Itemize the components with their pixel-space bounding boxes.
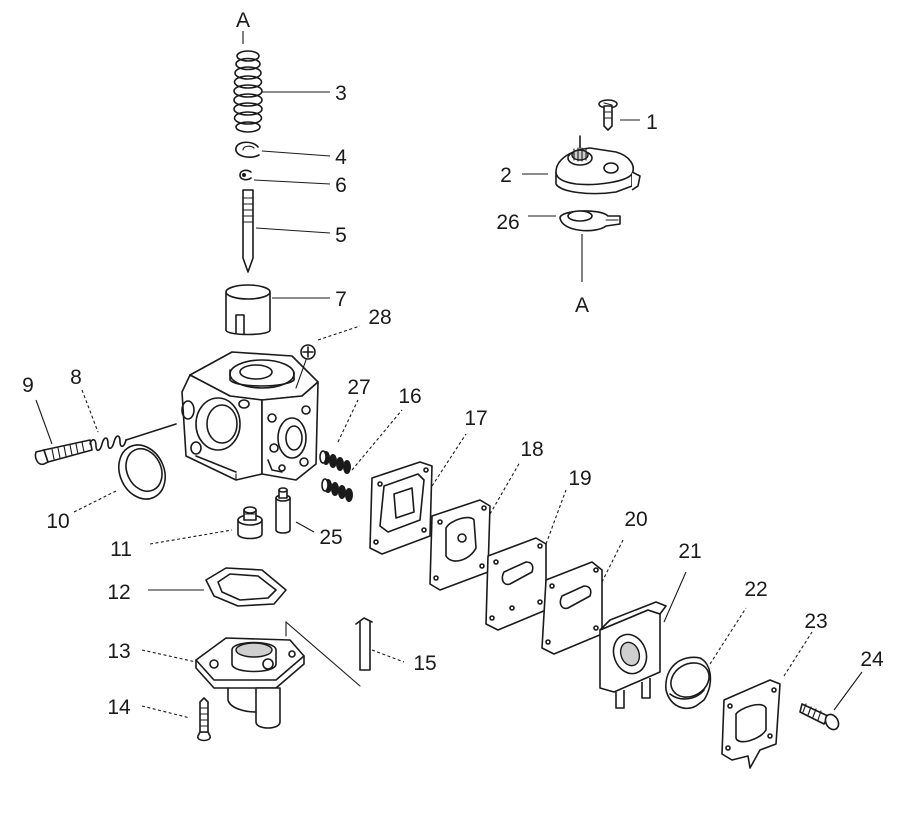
callout-8: 8 (70, 366, 82, 389)
callout-11: 11 (110, 538, 132, 561)
callout-7: 7 (335, 288, 347, 311)
needle-part-5 (242, 189, 254, 273)
callout-16: 16 (398, 385, 421, 408)
primer-bulb-part-22 (665, 656, 712, 710)
callout-26: 26 (496, 211, 519, 234)
screw-part-1 (598, 99, 618, 131)
callout-9: 9 (22, 374, 34, 397)
carburetor-body (181, 351, 319, 481)
clip-part-6 (239, 169, 252, 181)
throttle-cup-part-7 (225, 284, 271, 336)
callout-12: 12 (107, 581, 130, 604)
gasket-part-12 (205, 567, 287, 607)
callout-22: 22 (744, 578, 767, 601)
callout-23: 23 (804, 610, 827, 633)
callout-1: 1 (646, 111, 658, 134)
callout-21: 21 (678, 540, 701, 563)
leader-lines (35, 91, 863, 719)
callout-6: 6 (335, 174, 347, 197)
reference-a-bottom-label: A (575, 294, 589, 317)
callout-labels: 1 2 3 4 5 6 7 8 9 10 11 12 13 14 15 16 1… (22, 82, 884, 719)
callout-15: 15 (413, 652, 436, 675)
clip-part-15 (285, 617, 373, 687)
pin-part-25 (275, 487, 291, 534)
callout-3: 3 (335, 82, 347, 105)
spring-part-16 (321, 478, 353, 502)
jet-part-11 (237, 506, 263, 540)
clip-part-4 (235, 141, 260, 158)
callout-2: 2 (500, 164, 512, 187)
callout-19: 19 (568, 467, 591, 490)
reference-a-top-label: A (236, 9, 250, 32)
screw-part-24 (799, 703, 840, 731)
callout-5: 5 (335, 224, 347, 247)
cover-part-2 (555, 135, 641, 195)
gasket-part-17 (369, 461, 433, 555)
reference-a-top: A (236, 9, 250, 44)
callout-20: 20 (624, 508, 647, 531)
screw-part-9 (34, 439, 93, 466)
spring-part-3 (233, 50, 263, 133)
diaphragm-part-18 (429, 499, 491, 591)
pump-body-part-21 (599, 601, 667, 709)
callout-4: 4 (335, 146, 347, 169)
bracket-part-23 (721, 679, 781, 769)
washer-part-26 (559, 210, 621, 232)
gasket-part-19 (485, 537, 547, 631)
nut-part-28 (295, 344, 316, 389)
callout-24: 24 (860, 648, 884, 671)
callout-18: 18 (520, 438, 543, 461)
callout-25: 25 (319, 526, 342, 549)
ring-part-10 (118, 444, 166, 500)
callout-13: 13 (107, 640, 130, 663)
callout-27: 27 (347, 376, 370, 399)
screw-part-14 (197, 697, 211, 742)
gasket-part-20 (541, 561, 603, 655)
callout-14: 14 (107, 696, 131, 719)
spring-part-27 (319, 450, 351, 474)
pump-cover-part-13 (195, 637, 305, 729)
callout-17: 17 (464, 407, 487, 430)
spring-part-8 (89, 423, 177, 452)
callout-10: 10 (46, 510, 69, 533)
reference-a-bottom: A (575, 234, 589, 317)
callout-28: 28 (368, 306, 391, 329)
